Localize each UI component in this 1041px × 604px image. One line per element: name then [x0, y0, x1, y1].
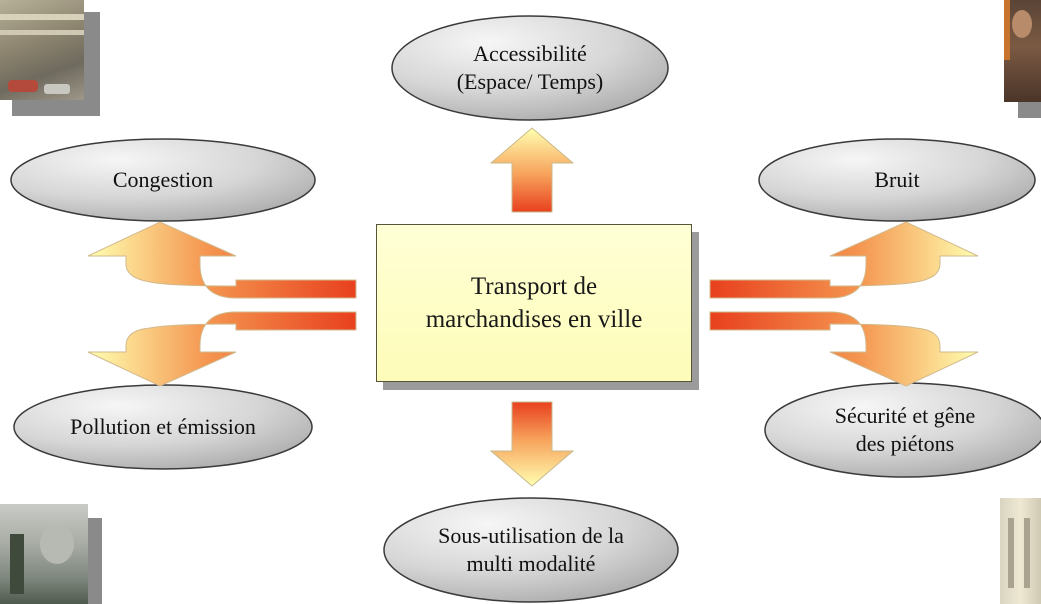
arrow-to-top-right — [709, 221, 979, 299]
arrow-to-bottom-right — [709, 311, 979, 387]
ellipse-top-left — [10, 138, 316, 222]
label-bottom-right: Sécurité et gêne des piétons — [834, 403, 976, 456]
label-top-right: Bruit — [874, 167, 920, 192]
smoke-street-photo — [0, 504, 88, 604]
label-bottom: Sous-utilisation de la multi modalité — [438, 523, 624, 576]
center-box: Transport de marchandises en ville — [376, 224, 692, 382]
label-bottom-left: Pollution et émission — [70, 414, 256, 439]
center-label: Transport de marchandises en ville — [425, 273, 643, 333]
label-top: Accessibilité (Espace/ Temps) — [456, 41, 604, 94]
building-photo — [1000, 498, 1041, 604]
arrow-to-top-left — [87, 221, 357, 299]
city-traffic-photo — [0, 0, 84, 100]
arrow-up-to-top — [489, 127, 575, 213]
person-photo — [1004, 0, 1041, 102]
ellipse-bottom — [383, 497, 679, 603]
ellipse-top — [391, 15, 669, 121]
arrow-to-bottom-left — [87, 311, 357, 387]
ellipse-top-right — [758, 138, 1036, 222]
arrow-down-to-bottom — [489, 401, 575, 487]
label-top-left: Congestion — [112, 167, 214, 192]
